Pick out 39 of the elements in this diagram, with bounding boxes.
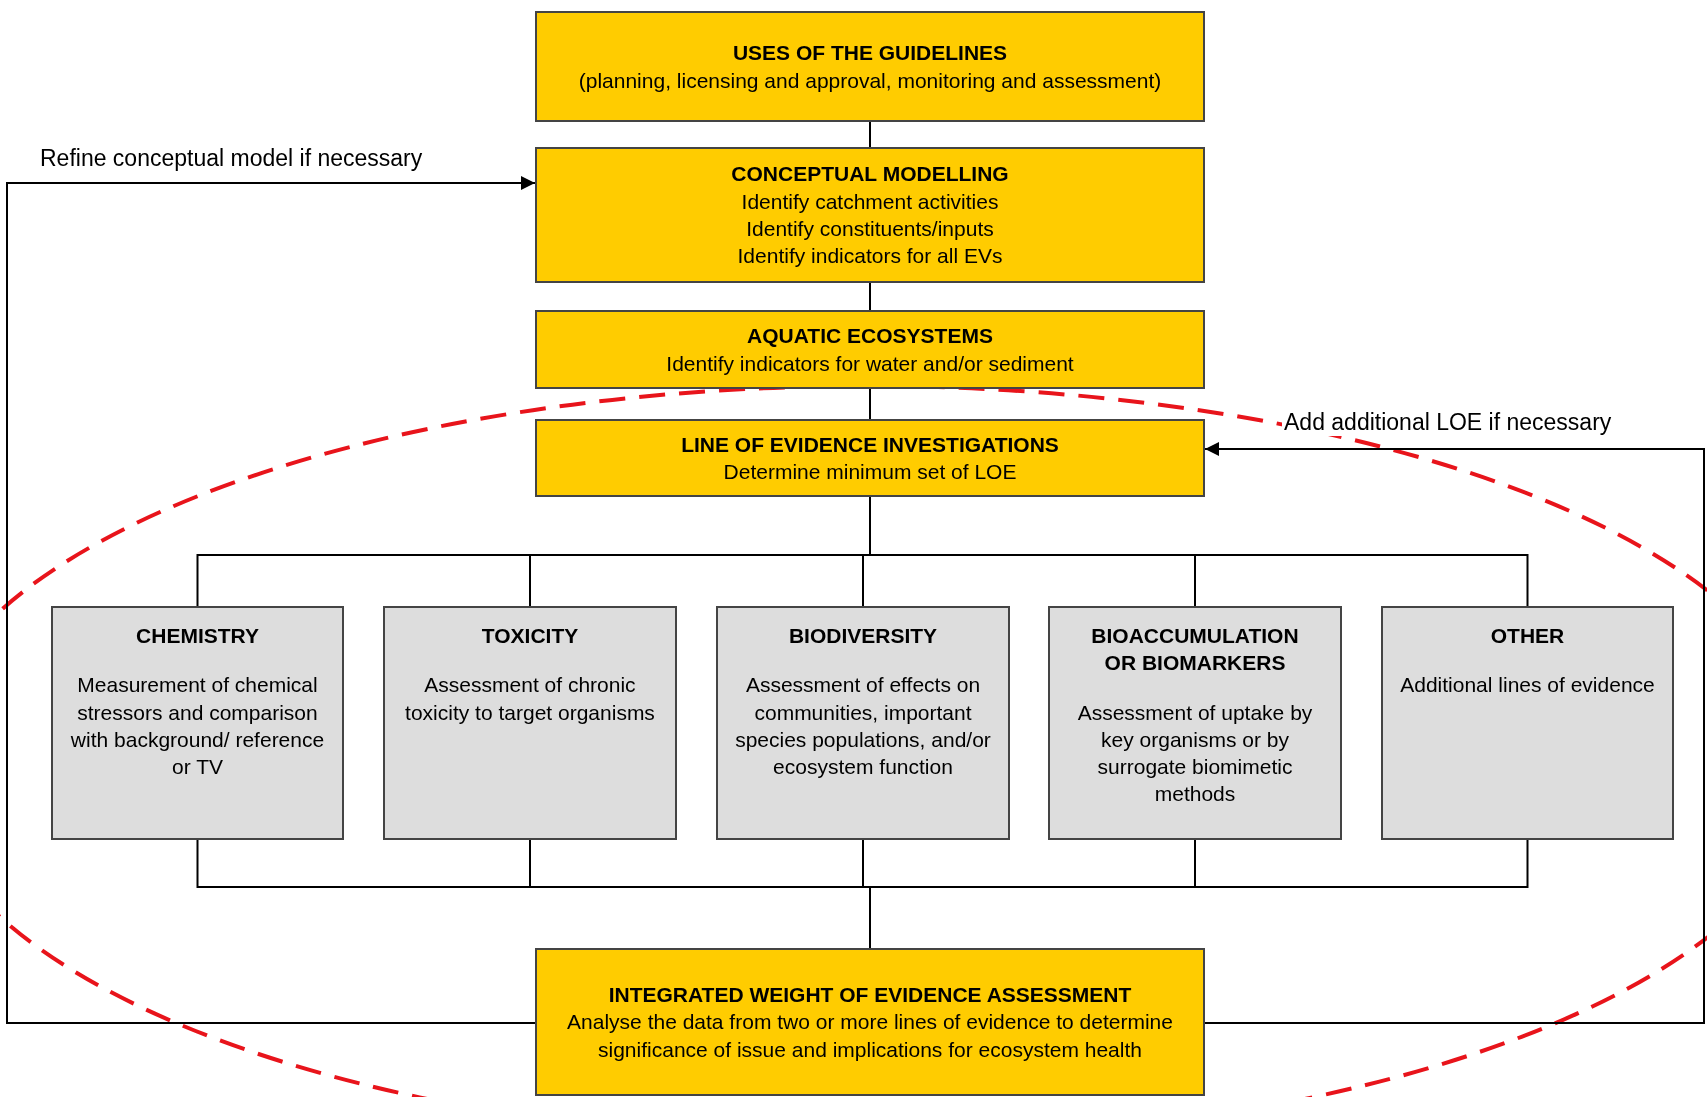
box-text: Analyse the data from two or more lines of evidence to determine significance of issue and implications for ecosystem health [566,1009,1174,1063]
box-heading: CONCEPTUAL MODELLING [731,161,1009,188]
box-heading: AQUATIC ECOSYSTEMS [747,323,993,350]
connector-line [869,388,871,420]
box-text: Assessment of effects on communities, important species populations, and/or ecosystem function [734,672,992,781]
box-heading: BIOACCUMULATION OR BIOMARKERS [1091,623,1299,677]
evidence-box [383,606,677,840]
process-box [535,948,1205,1096]
connector-line [1204,442,1705,1024]
box-text: Determine minimum set of LOE [723,459,1017,485]
box-heading: BIODIVERSITY [788,623,938,649]
process-box [535,310,1205,389]
evidence-box [716,606,1010,840]
box-text: Assessment of chronic toxicity to target organisms [404,672,656,726]
connector-line [6,176,536,1024]
box-text: Identify constituents/inputs [746,216,994,242]
process-box [535,11,1205,122]
edge-label: Refine conceptual model if necessary [38,145,425,172]
connector-line [869,121,871,148]
box-heading: CHEMISTRY [136,623,259,649]
box-text: Identify catchment activities [741,188,999,215]
evidence-box [1048,606,1342,840]
box-text: Assessment of uptake by key organisms or by surrogate biomimetic methods [1076,699,1314,808]
box-heading: TOXICITY [481,623,579,649]
evidence-box [51,606,344,840]
box-heading: INTEGRATED WEIGHT OF EVIDENCE ASSESSMENT [608,982,1132,1009]
evidence-box [1381,606,1674,840]
box-text: Identify indicators for water and/or sediment [666,350,1074,377]
box-text: Additional lines of evidence [1400,672,1655,699]
edge-label: Add additional LOE if necessary [1282,409,1614,436]
box-text: Measurement of chemical stressors and comparison with background/ reference or TV [69,672,326,781]
process-box [535,147,1205,283]
box-heading: LINE OF EVIDENCE INVESTIGATIONS [681,431,1059,458]
box-heading: OTHER [1490,623,1565,649]
box-text: (planning, licensing and approval, monitoring and assessment) [578,67,1162,94]
box-heading: USES OF THE GUIDELINES [732,40,1008,67]
process-box [535,419,1205,497]
connector-line [869,282,871,311]
box-text: Identify indicators for all EVs [737,243,1003,270]
